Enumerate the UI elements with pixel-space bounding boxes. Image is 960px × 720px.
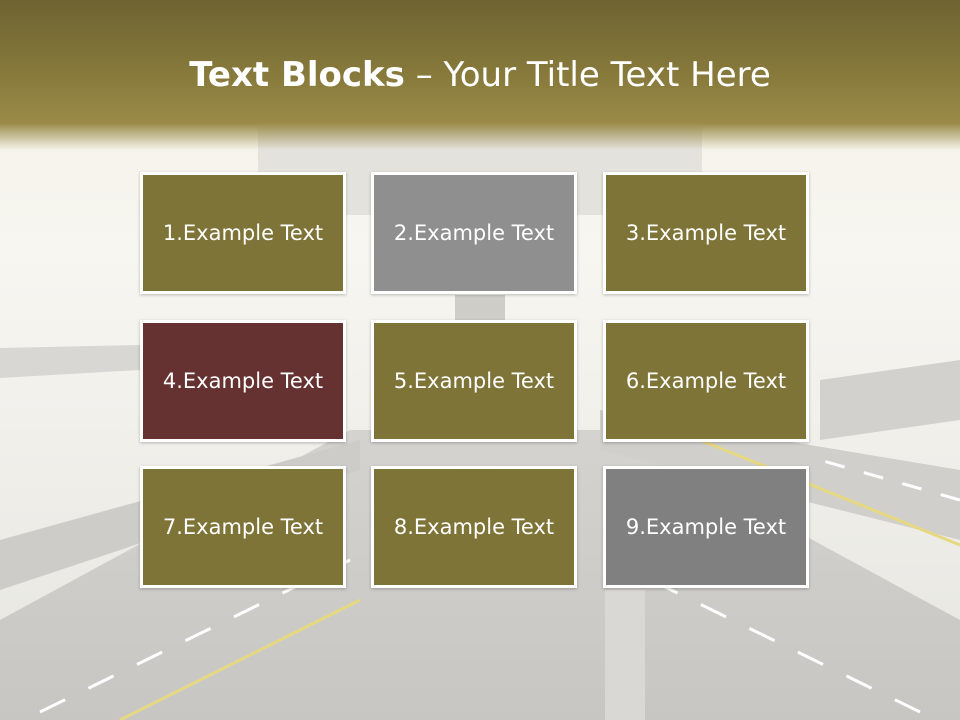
text-block-label: 4.Example Text [162,369,324,393]
text-block-6[interactable]: 6.Example Text [603,320,809,442]
text-block-4[interactable]: 4.Example Text [140,320,346,442]
text-block-label: 3.Example Text [625,221,787,245]
slide-title: Text Blocks – Your Title Text Here [0,55,960,95]
text-block-8[interactable]: 8.Example Text [371,466,577,588]
text-block-label: 1.Example Text [162,221,324,245]
text-block-label: 8.Example Text [393,515,555,539]
text-block-9[interactable]: 9.Example Text [603,466,809,588]
text-block-label: 7.Example Text [162,515,324,539]
text-block-label: 2.Example Text [393,221,555,245]
text-block-2[interactable]: 2.Example Text [371,172,577,294]
title-band [0,0,960,150]
text-block-3[interactable]: 3.Example Text [603,172,809,294]
title-rest-part: – Your Title Text Here [404,55,771,95]
text-block-5[interactable]: 5.Example Text [371,320,577,442]
text-block-1[interactable]: 1.Example Text [140,172,346,294]
title-bold-part: Text Blocks [189,55,405,95]
text-block-label: 5.Example Text [393,369,555,393]
text-block-label: 9.Example Text [625,515,787,539]
text-block-7[interactable]: 7.Example Text [140,466,346,588]
text-block-label: 6.Example Text [625,369,787,393]
